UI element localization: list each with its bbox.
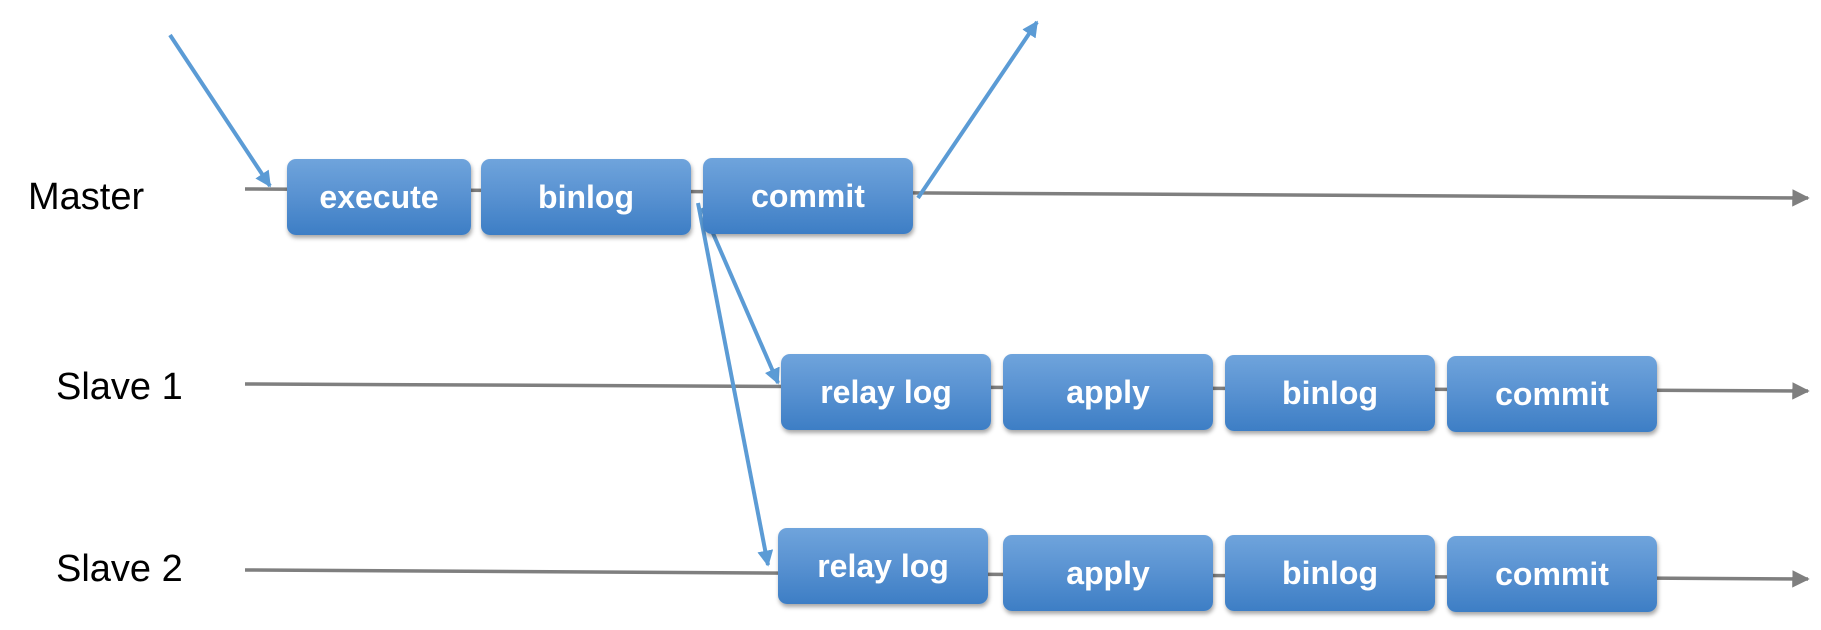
step-label: apply — [1066, 373, 1150, 410]
slave2-step-relay-log: relay log — [778, 528, 988, 604]
binlog-to-slave2-arrow — [696, 202, 774, 567]
binlog-to-slave1-arrow — [700, 207, 780, 385]
step-label: commit — [1495, 375, 1609, 412]
step-label: binlog — [538, 178, 634, 215]
slave2-step-apply: apply — [1003, 535, 1213, 611]
step-label: apply — [1066, 554, 1150, 591]
slave2-step-binlog: binlog — [1225, 535, 1435, 611]
master-step-commit: commit — [703, 158, 913, 234]
master-step-execute: execute — [287, 159, 471, 235]
slave1-step-commit: commit — [1447, 356, 1657, 432]
step-label: commit — [751, 177, 865, 214]
slave1-label: Slave 1 — [56, 366, 183, 408]
slave1-step-apply: apply — [1003, 354, 1213, 430]
slave1-step-relay-log: relay log — [781, 354, 991, 430]
step-label: binlog — [1282, 554, 1378, 591]
step-label: execute — [319, 178, 439, 215]
master-label: Master — [28, 176, 145, 218]
response-arrow — [916, 20, 1039, 200]
step-label: commit — [1495, 555, 1609, 592]
slave2-label: Slave 2 — [56, 548, 183, 590]
step-label: binlog — [1282, 374, 1378, 411]
master-timeline — [244, 187, 1810, 207]
slave2-step-commit: commit — [1447, 536, 1657, 612]
incoming-request-arrow — [168, 33, 272, 188]
master-step-binlog: binlog — [481, 159, 691, 235]
slave1-step-binlog: binlog — [1225, 355, 1435, 431]
step-label: relay log — [817, 547, 949, 584]
step-label: relay log — [820, 373, 952, 410]
